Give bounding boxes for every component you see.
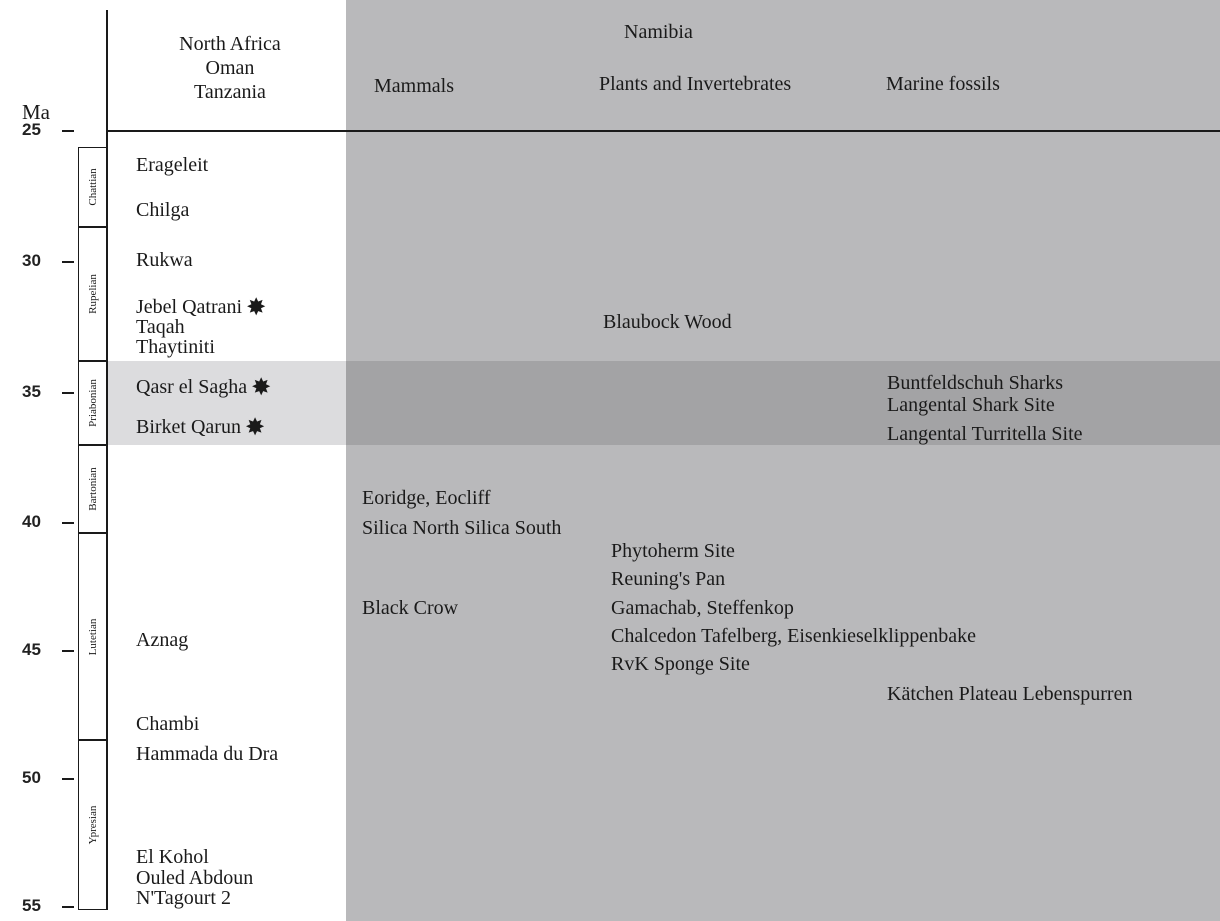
site-ouled-abdoun: Ouled Abdoun <box>136 867 254 889</box>
site-black-crow: Black Crow <box>362 597 459 619</box>
site-katchen-plateau: Kätchen Plateau Lebenspurren <box>887 683 1133 705</box>
site-jebel-qatrani: Jebel Qatrani <box>136 296 243 318</box>
site-qasr-el-sagha-row: Qasr el Sagha✸ <box>136 375 272 402</box>
site-el-kohol: El Kohol <box>136 846 209 868</box>
site-aznag: Aznag <box>136 629 189 651</box>
site-birket-qarun-row: Birket Qarun✸ <box>136 415 266 442</box>
tick-55 <box>62 906 74 908</box>
time-axis <box>106 10 108 910</box>
tick-label-35: 35 <box>22 382 41 401</box>
stage-chattian: Chattian <box>78 147 106 227</box>
site-blaubock-wood: Blaubock Wood <box>603 311 732 333</box>
tick-45 <box>62 650 74 652</box>
stage-label: Rupelian <box>86 274 99 314</box>
header-divider <box>108 130 1220 132</box>
site-chilga: Chilga <box>136 199 190 221</box>
priabonian-band-left <box>108 361 346 445</box>
site-phytoherm: Phytoherm Site <box>611 540 735 562</box>
header-plants-invertebrates: Plants and Invertebrates <box>599 73 792 95</box>
site-birket-qarun: Birket Qarun <box>136 416 241 438</box>
stage-lutetian: Lutetian <box>78 533 106 740</box>
tick-25 <box>62 130 74 132</box>
stage-priabonian: Priabonian <box>78 361 106 445</box>
header-namibia: Namibia <box>624 21 693 43</box>
site-rvk-sponge: RvK Sponge Site <box>611 653 750 675</box>
site-buntfeldschuh-sharks: Buntfeldschuh Sharks <box>887 372 1064 394</box>
site-reunings-pan: Reuning's Pan <box>611 568 726 590</box>
header-mammals: Mammals <box>374 75 454 97</box>
stage-label: Lutetian <box>86 618 99 655</box>
stage-label: Bartonian <box>86 467 99 511</box>
site-hammada-du-dra: Hammada du Dra <box>136 743 279 765</box>
tick-50 <box>62 778 74 780</box>
header-line-north-africa: North Africa <box>179 33 281 55</box>
tick-label-45: 45 <box>22 640 41 659</box>
stage-label: Chattian <box>86 168 99 206</box>
tick-label-30: 30 <box>22 251 41 270</box>
site-langental-shark: Langental Shark Site <box>887 394 1055 416</box>
site-chambi: Chambi <box>136 713 200 735</box>
tick-label-25: 25 <box>22 120 41 139</box>
site-thaytiniti: Thaytiniti <box>136 336 215 358</box>
tick-label-40: 40 <box>22 512 41 531</box>
tick-35 <box>62 392 74 394</box>
priabonian-band-right <box>346 361 1220 445</box>
stage-rupelian: Rupelian <box>78 227 106 361</box>
header-marine-fossils: Marine fossils <box>886 73 1000 95</box>
stage-ypresian: Ypresian <box>78 740 106 910</box>
header-line-oman: Oman <box>205 57 255 79</box>
asterisk-icon: ✸ <box>246 295 267 322</box>
site-gamachab: Gamachab, Steffenkop <box>611 597 794 619</box>
stage-label: Ypresian <box>86 805 99 845</box>
tick-label-55: 55 <box>22 896 41 915</box>
site-chalcedon-tafelberg: Chalcedon Tafelberg, Eisenkieselklippenb… <box>611 625 976 647</box>
site-rukwa: Rukwa <box>136 249 193 271</box>
namibia-panel <box>346 0 1220 921</box>
header-line-tanzania: Tanzania <box>194 81 266 103</box>
site-langental-turritella: Langental Turritella Site <box>887 423 1083 445</box>
asterisk-icon: ✸ <box>251 375 272 402</box>
site-eoridge-eocliff: Eoridge, Eocliff <box>362 487 491 509</box>
site-erageleit: Erageleit <box>136 154 209 176</box>
site-taqah: Taqah <box>136 316 185 338</box>
site-jebel-qatrani-row: Jebel Qatrani✸ <box>136 295 267 322</box>
site-silica: Silica North Silica South <box>362 517 562 539</box>
tick-30 <box>62 261 74 263</box>
site-qasr-el-sagha: Qasr el Sagha <box>136 376 248 398</box>
site-ntagourt-2: N'Tagourt 2 <box>136 887 231 909</box>
header-north-africa: North Africa Oman Tanzania <box>118 32 342 104</box>
axis-unit: Ma <box>22 100 50 124</box>
asterisk-icon: ✸ <box>244 415 266 442</box>
stage-label: Priabonian <box>86 379 99 427</box>
tick-label-50: 50 <box>22 768 41 787</box>
stage-bartonian: Bartonian <box>78 445 106 533</box>
tick-40 <box>62 522 74 524</box>
